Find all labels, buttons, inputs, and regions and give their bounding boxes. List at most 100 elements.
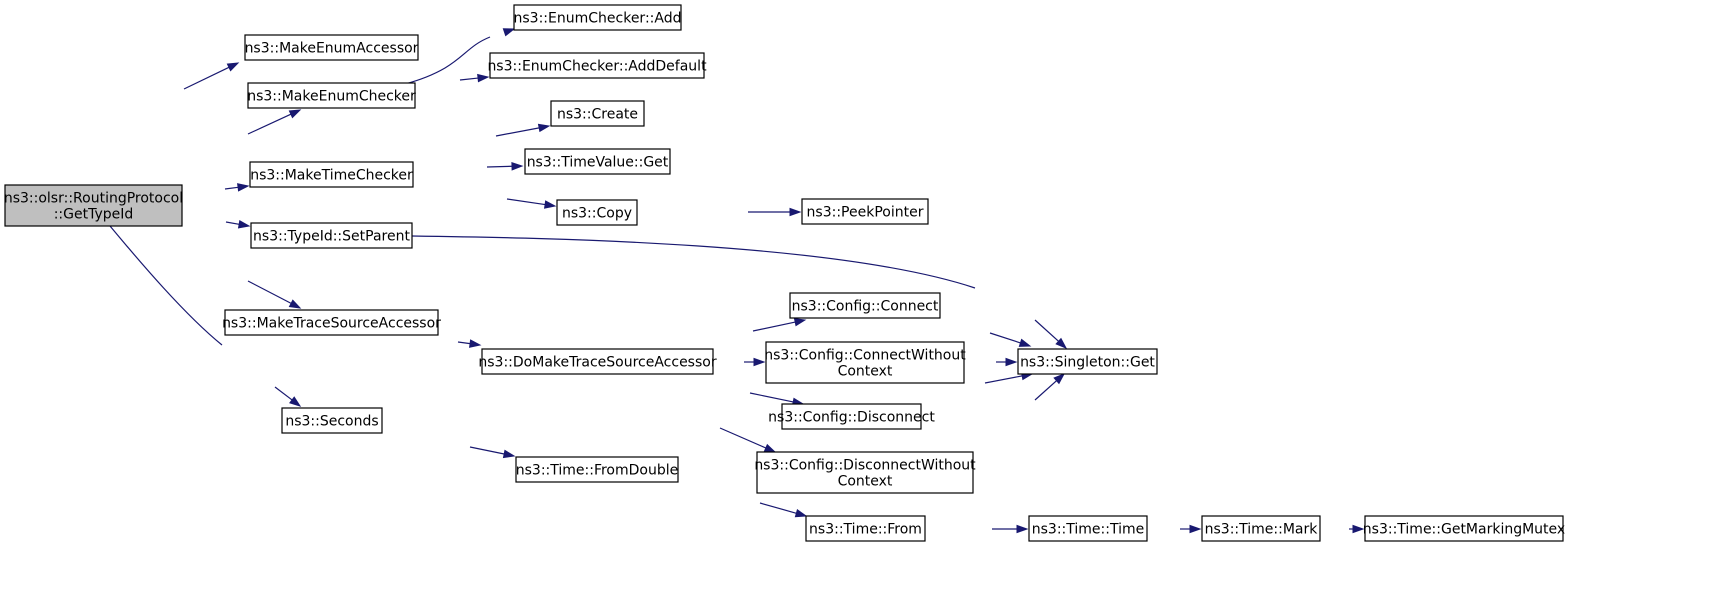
node-peekPointer[interactable]: ns3::PeekPointer [801,198,929,225]
edge-line-end [495,127,540,137]
node-label: ns3::MakeTraceSourceAccessor [222,316,441,332]
arrow-head-icon [502,449,516,459]
edge-line-end [759,502,797,514]
node-label: ns3::Time::GetMarkingMutex [1363,522,1565,538]
edge-line-end [1034,319,1059,342]
arrow-head-icon [477,73,490,83]
node-label: ns3::Time::Time [1032,522,1144,538]
arrow-head-icon [794,508,808,518]
node-label: Context [838,364,893,380]
edge-line-end [457,341,471,345]
node-timeFrom[interactable]: ns3::Time::From [805,515,926,542]
edge-line-end [486,165,513,168]
node-doMakeTraceSourceAccessor[interactable]: ns3::DoMakeTraceSourceAccessor [478,348,717,375]
node-label: Context [838,474,893,490]
node-singletonGet[interactable]: ns3::Singleton::Get [1017,348,1158,375]
node-enumAddDefault[interactable]: ns3::EnumChecker::AddDefault [487,52,707,79]
edge-makeTimeChecker-to-copy [506,198,557,209]
node-label: ns3::Create [557,107,638,123]
edge-timeMark-to-getMarkingMutex [1349,524,1365,534]
nodes-layer: ns3::olsr::RoutingProtocol::GetTypeIdns3… [4,4,1565,542]
edge-configDisconnectWithoutContext-to-singletonGet [1034,373,1066,401]
arrow-head-icon [1352,524,1365,534]
arrow-head-icon [511,161,524,171]
node-box [556,199,638,226]
edge-line-end [989,332,1021,344]
edge-root-to-makeTimeChecker [224,183,250,192]
arrow-head-icon [469,339,482,348]
node-box [247,82,416,109]
node-box [4,184,183,227]
edge-doMakeTraceSourceAccessor-to-configConnect [752,317,807,332]
node-root[interactable]: ns3::olsr::RoutingProtocol::GetTypeId [4,184,183,227]
arrow-head-icon [763,443,777,453]
node-configDisconnect[interactable]: ns3::Config::Disconnect [768,403,935,430]
node-label: ns3::EnumChecker::Add [514,11,682,27]
node-label: ns3::MakeTimeChecker [250,168,413,184]
node-label: ns3::Time::From [809,522,922,538]
edge-seconds-to-timeFromDouble [469,446,516,459]
edge-line-end [752,321,796,332]
edge-root-to-makeTraceSourceAccessor [247,280,302,309]
node-enumAdd[interactable]: ns3::EnumChecker::Add [513,4,682,31]
node-timeMark[interactable]: ns3::Time::Mark [1201,515,1321,542]
node-makeTraceSourceAccessor[interactable]: ns3::MakeTraceSourceAccessor [222,309,441,336]
edge-line-end [984,375,1023,384]
node-label: ns3::TimeValue::Get [527,155,669,171]
edge-line-end [247,113,292,135]
edge-root-to-setParent [225,219,251,229]
node-seconds[interactable]: ns3::Seconds [281,407,383,434]
node-label: ns3::PeekPointer [807,205,924,221]
node-label: ::GetTypeId [54,207,134,223]
node-label: ns3::Config::Disconnect [768,410,935,426]
edge-timeTime-to-timeMark [1180,524,1202,534]
node-makeTimeChecker[interactable]: ns3::MakeTimeChecker [249,161,414,188]
arrow-head-icon [1016,524,1029,534]
node-label: ns3::Singleton::Get [1020,355,1155,371]
node-label: ns3::EnumChecker::AddDefault [487,59,707,75]
node-makeEnumAccessor[interactable]: ns3::MakeEnumAccessor [244,34,419,61]
edge-line [109,225,223,346]
node-box [781,403,922,430]
edge-root-to-seconds [109,225,302,407]
node-makeEnumChecker[interactable]: ns3::MakeEnumChecker [247,82,416,109]
node-box [1028,515,1148,542]
node-create[interactable]: ns3::Create [550,100,645,127]
node-box [765,341,965,384]
arrow-head-icon [237,219,251,229]
node-box [1201,515,1321,542]
node-getMarkingMutex[interactable]: ns3::Time::GetMarkingMutex [1363,515,1565,542]
arrow-head-icon [288,299,302,309]
edge-line-end [469,446,505,455]
node-box [801,198,929,225]
node-box [244,34,419,61]
edge-makeEnumChecker-to-enumAdd [404,28,516,85]
arrow-head-icon [1053,373,1066,385]
node-box [1017,348,1158,375]
node-label: ns3::Time::Mark [1205,522,1319,538]
node-label: ns3::Seconds [285,414,378,430]
node-label: ns3::Config::DisconnectWithout [754,458,976,474]
node-box [281,407,383,434]
node-timeTime[interactable]: ns3::Time::Time [1028,515,1148,542]
edge-timeFromDouble-to-timeFrom [759,502,808,518]
node-timeValueGet[interactable]: ns3::TimeValue::Get [524,148,671,175]
node-setParent[interactable]: ns3::TypeId::SetParent [250,222,413,249]
node-copy[interactable]: ns3::Copy [556,199,638,226]
node-label: ns3::TypeId::SetParent [253,229,410,245]
arrow-head-icon [502,28,516,37]
node-configConnect[interactable]: ns3::Config::Connect [789,292,941,319]
arrow-head-icon [1005,357,1018,367]
node-label: ns3::MakeEnumAccessor [245,41,419,57]
edge-makeTimeChecker-to-create [495,123,551,137]
node-timeFromDouble[interactable]: ns3::Time::FromDouble [515,456,679,483]
arrow-head-icon [543,200,557,209]
arrow-head-icon [793,317,807,327]
edge-line-end [1034,380,1057,401]
edge-configConnect-to-singletonGet [989,332,1032,347]
edge-line-end [183,66,230,90]
edge-setParent-to-singletonGet [411,235,1068,349]
node-box [1364,515,1564,542]
